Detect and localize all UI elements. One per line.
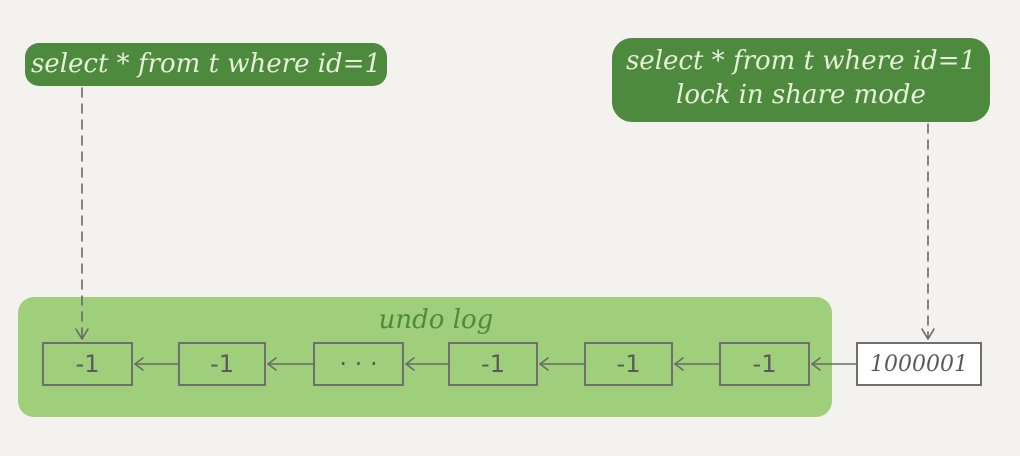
- locking-read-query-line2: lock in share mode: [676, 80, 926, 110]
- undo-log-region: [18, 297, 832, 417]
- locking-read-query: select * from t where id=1 lock in share…: [612, 38, 990, 122]
- undo-log-label: undo log: [378, 305, 494, 335]
- version-box-6: -1: [719, 342, 810, 386]
- version-box-ellipsis: · · ·: [313, 342, 404, 386]
- version-box-2: -1: [178, 342, 266, 386]
- version-box-current: 1000001: [856, 342, 982, 386]
- locking-read-query-line1: select * from t where id=1: [625, 46, 977, 76]
- locking-read-arrowhead: [921, 328, 935, 340]
- snapshot-read-query-text: select * from t where id=1: [30, 49, 382, 79]
- version-box-oldest: -1: [42, 342, 133, 386]
- version-box-4: -1: [448, 342, 538, 386]
- version-box-5: -1: [584, 342, 673, 386]
- snapshot-read-query: select * from t where id=1: [25, 43, 387, 86]
